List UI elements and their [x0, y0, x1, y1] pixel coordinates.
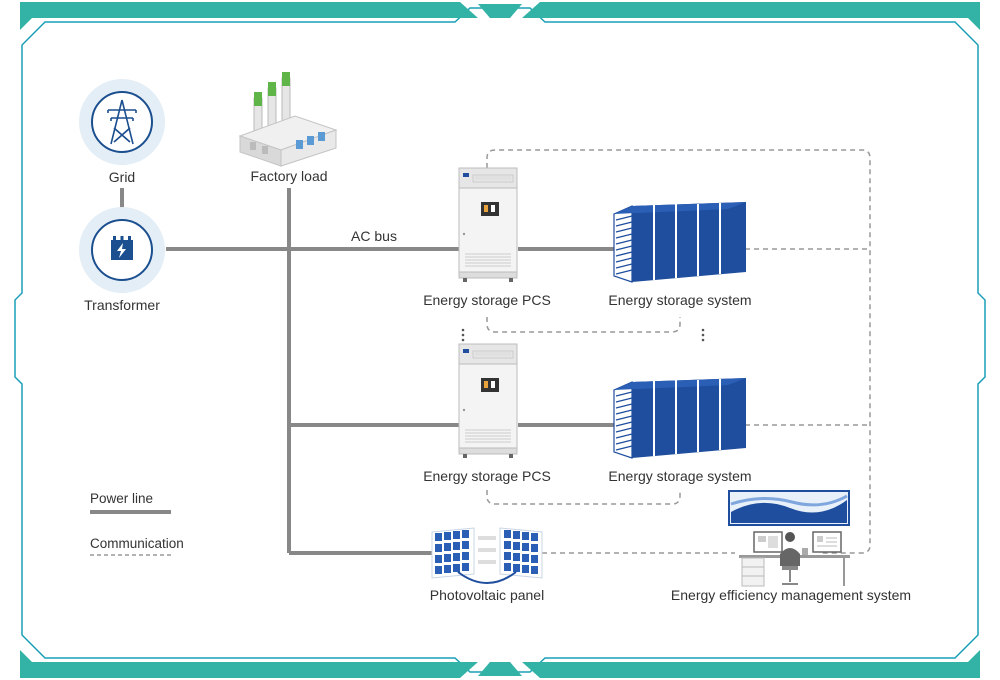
battery-container-icon-2	[613, 377, 747, 459]
power-tower-icon	[79, 79, 165, 165]
pcs-cabinet-icon-1	[458, 167, 518, 283]
legend	[90, 510, 171, 556]
transformer-icon	[79, 207, 165, 293]
legend-communication-label: Communication	[90, 536, 184, 551]
ess-label-1: Energy storage system	[608, 292, 752, 308]
ellipsis-dots	[461, 328, 705, 342]
ems-label: Energy efficiency management system	[670, 587, 912, 603]
transformer-label: Transformer	[84, 297, 160, 313]
factory-load-label: Factory load	[250, 168, 328, 184]
power-lines	[120, 188, 614, 555]
pcs-label-2: Energy storage PCS	[423, 468, 551, 484]
ess-label-2: Energy storage system	[608, 468, 752, 484]
decorative-frame	[14, 2, 986, 678]
photovoltaic-label: Photovoltaic panel	[429, 587, 545, 603]
workstation-icon	[728, 490, 850, 587]
solar-panel-icon	[431, 527, 543, 584]
ac-bus-label: AC bus	[351, 228, 397, 244]
battery-container-icon-1	[613, 201, 747, 283]
legend-power-line-label: Power line	[90, 491, 154, 506]
grid-label: Grid	[108, 169, 136, 185]
pcs-cabinet-icon-2	[458, 343, 518, 459]
factory-icon	[238, 72, 338, 167]
communication-lines	[486, 149, 871, 554]
pcs-label-1: Energy storage PCS	[423, 292, 551, 308]
